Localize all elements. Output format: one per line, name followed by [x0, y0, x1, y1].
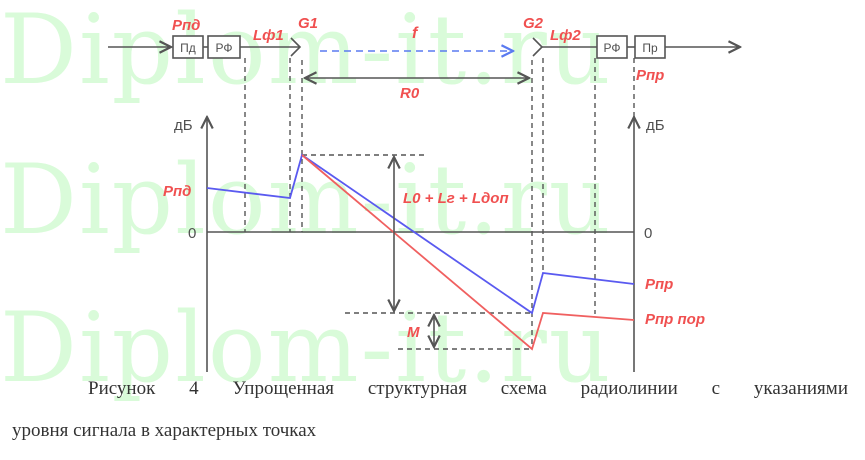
transmitter-label: Пд [180, 41, 196, 55]
watermark-row-3: Diplom-it.ru [0, 292, 613, 404]
transmitter-chain [108, 35, 302, 59]
p-rx-top-label: Pпр [636, 67, 664, 84]
projection-lines [244, 58, 635, 350]
antenna-g1-icon [290, 37, 302, 57]
l-f2-label: Lф2 [550, 27, 581, 44]
margin-label: M [407, 324, 420, 341]
threshold-level-curve [301, 154, 635, 351]
g2-label: G2 [523, 15, 544, 32]
figure-caption-line-1: Рисунок 4 Упрощенная структурная схема р… [88, 378, 848, 399]
g1-label: G1 [298, 15, 318, 32]
frequency-label: f [412, 25, 419, 42]
left-axis-unit: дБ [174, 117, 193, 134]
antenna-g2-icon [532, 37, 544, 57]
p-rx-level-label: Pпр [645, 276, 673, 293]
p-tx-level-label: Pпд [163, 183, 191, 200]
receiver-chain [532, 35, 740, 59]
figure-caption-line-2: уровня сигнала в характерных точках [12, 420, 317, 441]
signal-level-curve [206, 153, 635, 315]
l-f1-label: Lф1 [253, 27, 284, 44]
r0-label: R0 [400, 85, 420, 102]
loss-sum-label: L0 + Lг + Lдоп [403, 190, 509, 207]
right-axis-unit: дБ [646, 117, 665, 134]
p-tx-top-label: Pпд [172, 17, 200, 34]
p-rx-threshold-label: Pпр пор [645, 311, 705, 328]
left-zero-label: 0 [188, 225, 196, 242]
right-zero-label: 0 [644, 225, 652, 242]
axes [207, 117, 634, 372]
receiver-label: Пр [642, 41, 658, 55]
rx-filter-label: РФ [604, 41, 621, 55]
tx-filter-label: РФ [216, 41, 233, 55]
